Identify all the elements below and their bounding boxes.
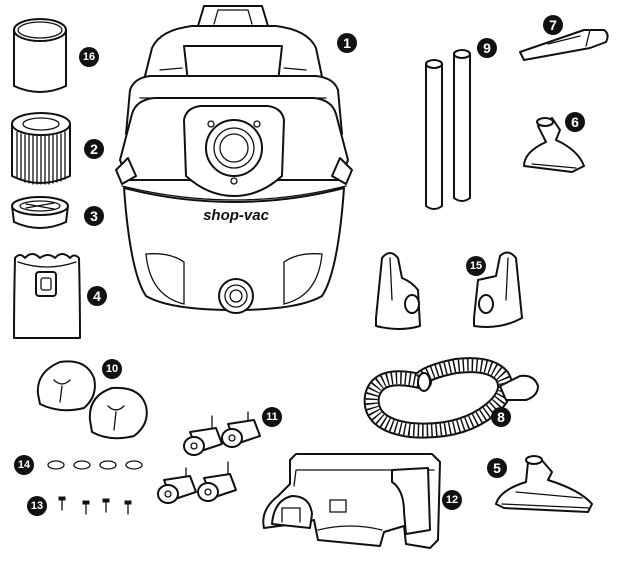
- hose: [363, 357, 539, 439]
- callout-7: 7: [543, 15, 563, 35]
- svg-text:14: 14: [18, 459, 31, 471]
- callout-9: 9: [477, 38, 497, 58]
- svg-text:15: 15: [470, 260, 482, 272]
- crevice-tool: [519, 29, 609, 61]
- svg-text:9: 9: [483, 40, 491, 56]
- svg-text:16: 16: [83, 51, 95, 63]
- callout-11: 11: [262, 407, 282, 427]
- casters: [157, 411, 261, 504]
- callout-15: 15: [466, 256, 486, 276]
- svg-text:2: 2: [90, 141, 98, 157]
- lid-brand-logo: shop-vac: [209, 58, 257, 70]
- callout-6: 6: [565, 112, 585, 132]
- svg-text:3: 3: [90, 208, 98, 224]
- caster-feet: [36, 360, 148, 440]
- svg-text:10: 10: [106, 363, 118, 375]
- utility-nozzle: [523, 117, 585, 173]
- callout-12: 12: [442, 490, 462, 510]
- callout-13: 13: [27, 496, 47, 516]
- cartridge-filter: [11, 112, 71, 185]
- svg-text:4: 4: [93, 288, 101, 304]
- extension-wands: [425, 49, 471, 210]
- callout-8: 8: [491, 407, 511, 427]
- floor-nozzle: [495, 455, 593, 513]
- caddy: [262, 453, 441, 549]
- callout-4: 4: [87, 286, 107, 306]
- svg-text:6: 6: [571, 114, 579, 130]
- callout-14: 14: [14, 455, 34, 475]
- svg-text:11: 11: [266, 411, 278, 423]
- svg-text:1: 1: [343, 35, 351, 51]
- callout-10: 10: [102, 359, 122, 379]
- svg-text:12: 12: [446, 494, 458, 506]
- filter-retainer: [11, 196, 69, 229]
- svg-text:13: 13: [31, 500, 43, 512]
- callout-2: 2: [84, 139, 104, 159]
- tank-brand-logo: shop-vac: [203, 207, 270, 224]
- callout-1: 1: [337, 33, 357, 53]
- vacuum-unit: shop-vac shop-vac: [115, 5, 353, 314]
- svg-text:5: 5: [493, 460, 501, 476]
- washers: [47, 460, 143, 470]
- foam-sleeve: [13, 18, 67, 93]
- callout-16: 16: [79, 47, 99, 67]
- accessory-holders: [375, 251, 523, 330]
- svg-text:8: 8: [497, 409, 505, 425]
- callout-5: 5: [487, 458, 507, 478]
- callout-3: 3: [84, 206, 104, 226]
- collection-bag: [13, 253, 81, 339]
- svg-text:7: 7: [549, 17, 557, 33]
- screws: [58, 496, 132, 515]
